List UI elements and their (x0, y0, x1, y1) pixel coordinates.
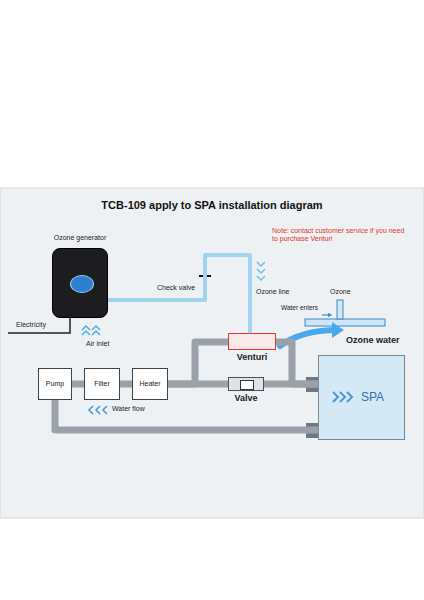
pump-box: Pump (38, 368, 72, 400)
venturi-box: Venturi (228, 333, 276, 350)
spa-water (318, 355, 405, 440)
ozone-line (108, 255, 250, 333)
node-label: Heater (139, 380, 160, 388)
flow-label: Water enters (281, 304, 318, 312)
brand-logo (70, 275, 94, 293)
flow-chevrons (257, 262, 265, 280)
node-heading: Ozone generator (54, 234, 107, 242)
part-label: Ozone (330, 288, 351, 296)
water-flow-chevrons (89, 406, 107, 414)
panel (0, 188, 424, 518)
diagram-title: TCB-109 apply to SPA installation diagra… (0, 199, 424, 212)
venturi-inset (305, 300, 385, 326)
water-pipe (55, 400, 318, 430)
filter-box: Filter (84, 368, 120, 400)
valve-symbol: Valve (228, 377, 264, 391)
part-label: Air inlet (86, 340, 109, 348)
water-pipe (276, 342, 318, 384)
node-heading: Venturi (237, 352, 268, 362)
note-text: Note: contact customer service if you ne… (272, 227, 412, 244)
valve-core (240, 380, 254, 390)
node-label: SPA (361, 391, 384, 405)
air-inlet-arrows (82, 326, 100, 335)
flow-label: Water flow (112, 405, 145, 413)
part-label: Electricity (16, 321, 46, 329)
node-label: Pump (46, 380, 64, 388)
water-pipe (120, 381, 132, 388)
arrow-head (332, 322, 344, 338)
spa-chevrons (333, 392, 352, 402)
node-heading: Valve (234, 393, 257, 403)
power-cable (8, 318, 70, 333)
heater-box: Heater (132, 368, 168, 400)
part-label: Check valve (157, 284, 195, 292)
ozone-generator: Ozone generator (52, 248, 108, 318)
part-label: Ozone line (256, 288, 289, 296)
water-pipe (72, 381, 84, 388)
node-label: Filter (94, 380, 110, 388)
water-pipe (168, 342, 228, 384)
spa-tub: SPA (318, 355, 405, 440)
flow-label: Ozone water (346, 335, 400, 346)
